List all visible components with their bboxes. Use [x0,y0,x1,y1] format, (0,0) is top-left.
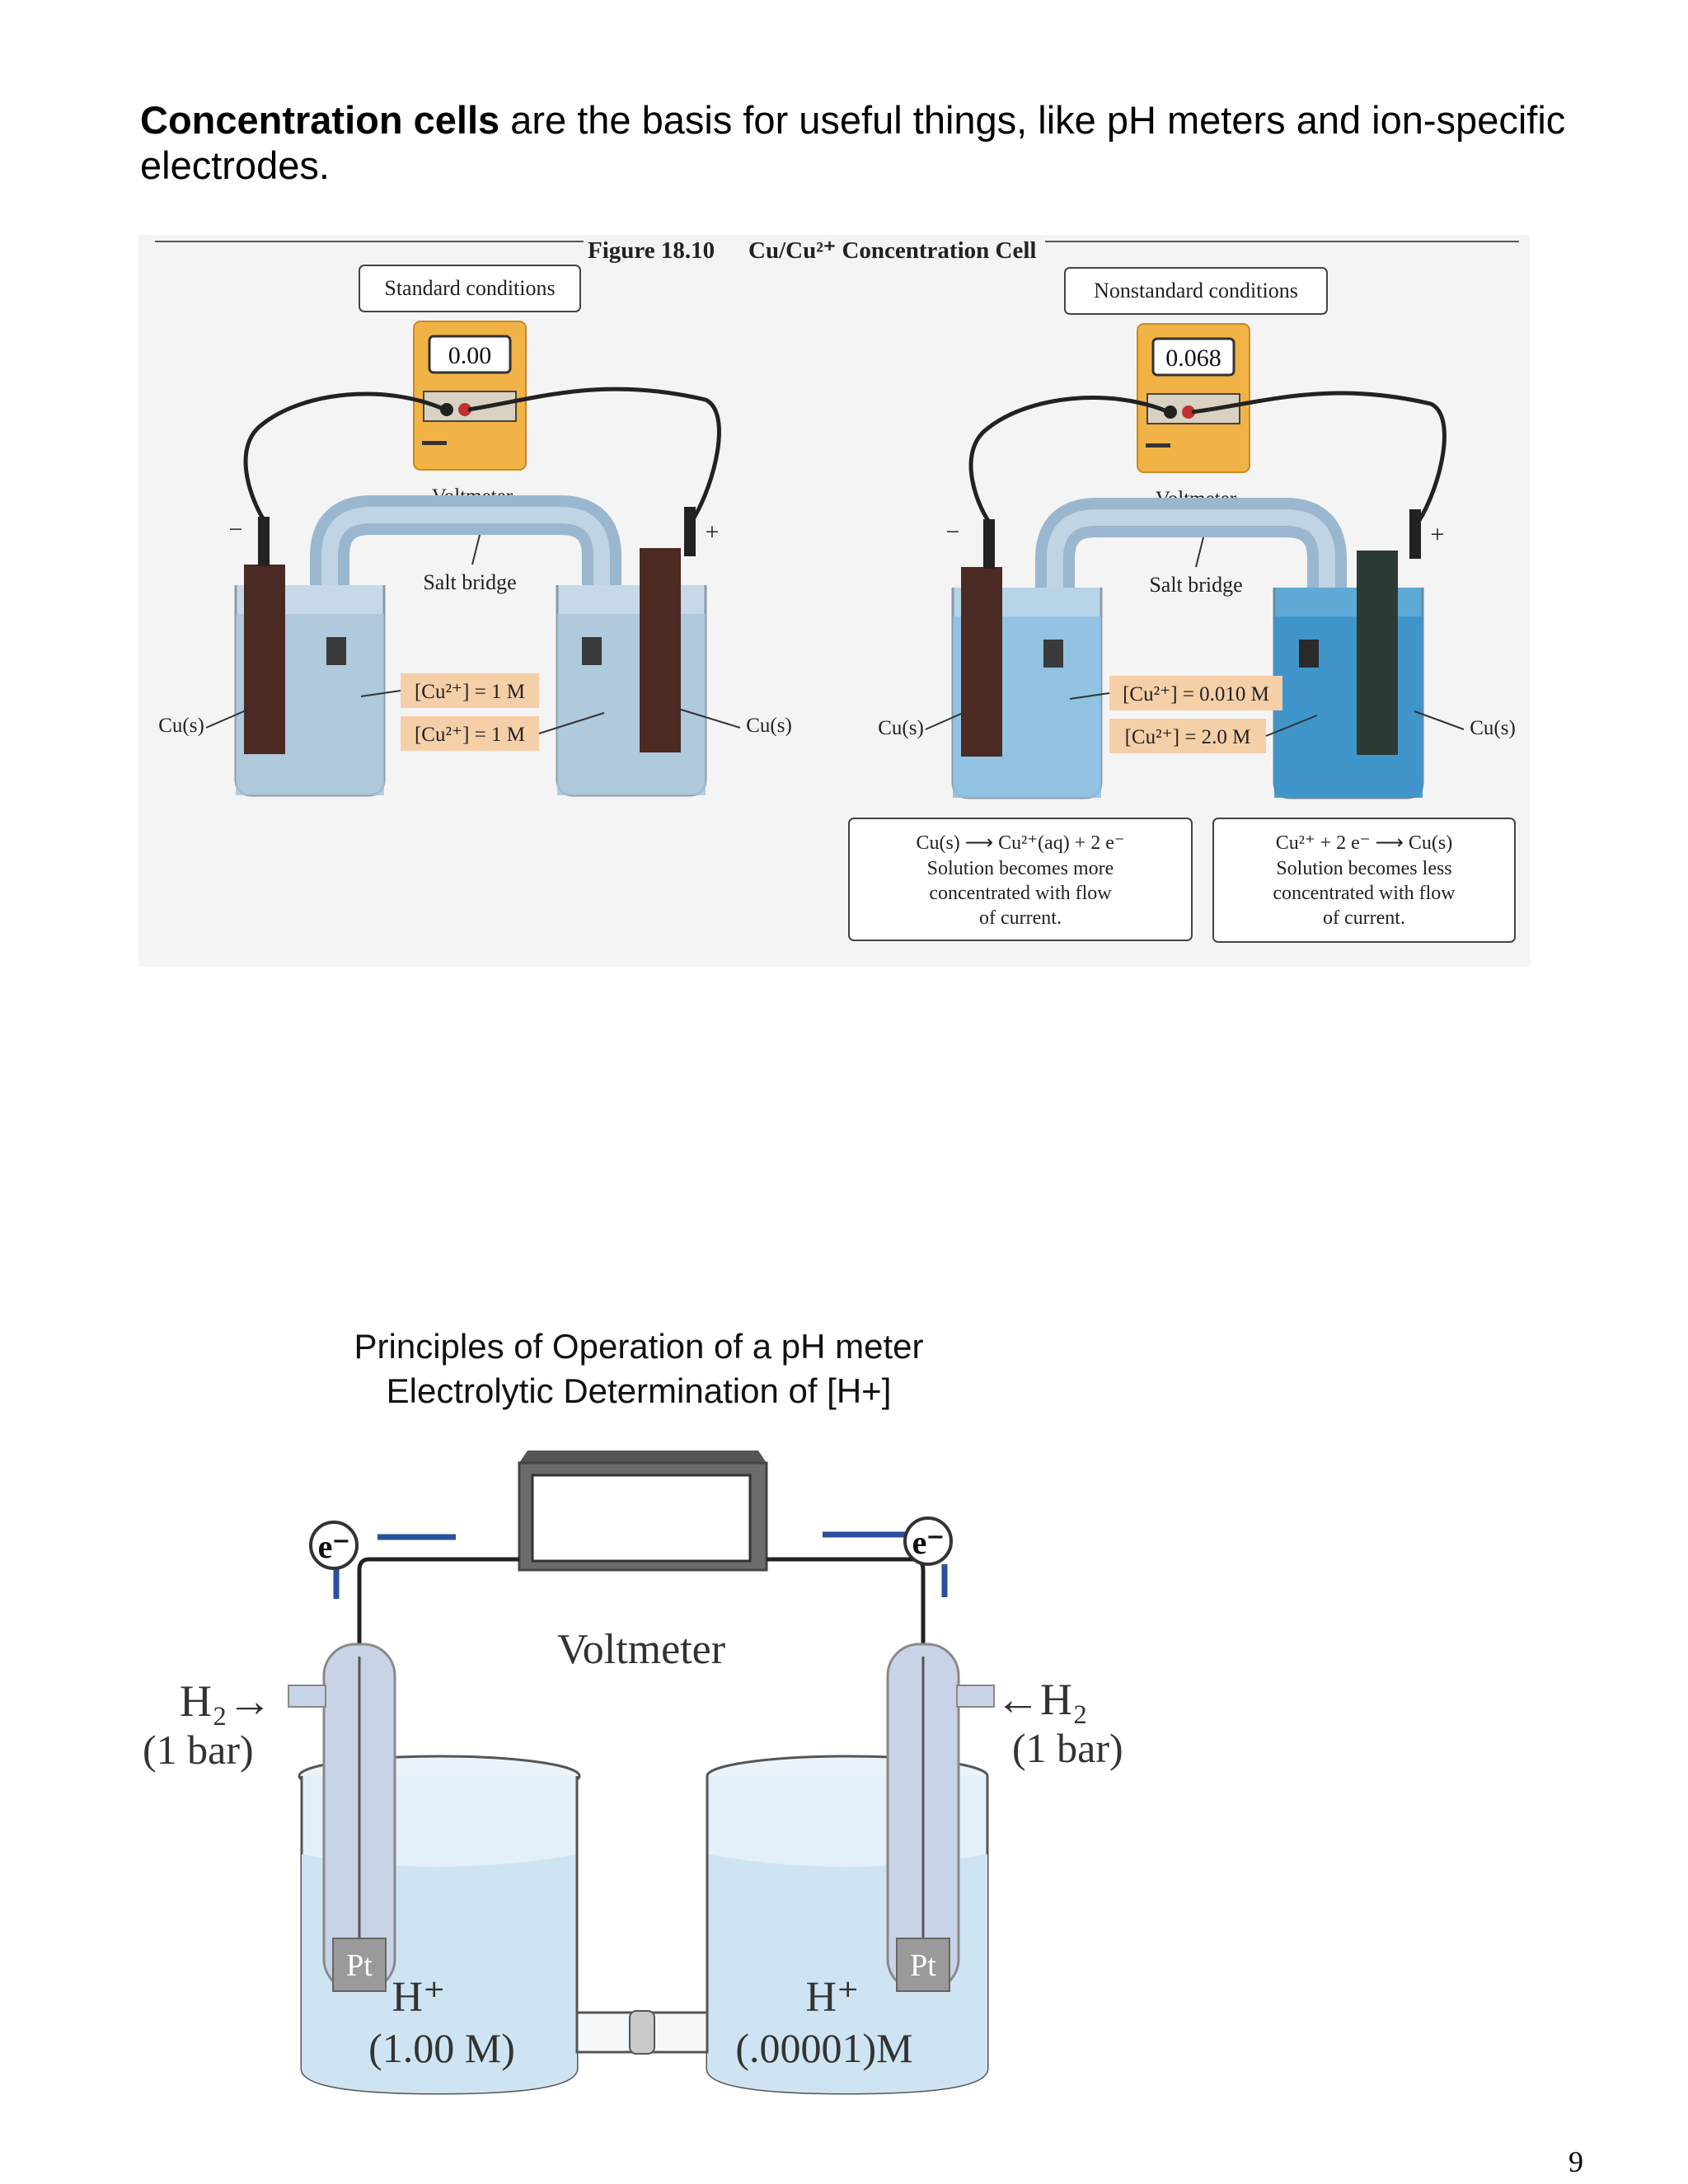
nonstandard-conditions-label: Nonstandard conditions [1094,279,1298,302]
anode-line2: concentrated with flow [929,883,1112,904]
concentration-cell-svg: Figure 18.10 Cu/Cu²⁺ Concentration Cell … [155,233,1519,943]
salt-bridge-label-left: Salt bridge [423,570,516,594]
left-electrode-label-a: Cu(s) [158,715,204,737]
cathode-equation: Cu²⁺ + 2 e⁻ ⟶ Cu(s) [1276,832,1452,854]
beaker-left-anode [234,565,386,797]
standard-conditions-label: Standard conditions [384,276,555,300]
right-anode-concentration: [Cu²⁺] = 0.010 M [1123,683,1269,705]
ph-meter-title: Principles of Operation of a pH meter [354,1327,924,1366]
pressure-left: (1 bar) [143,1727,254,1773]
anode-line3: of current. [979,907,1062,929]
ph-meter-svg: Voltmeter e⁻ e⁻ Pt Pt H₂→ (1 b [143,1451,1123,2095]
right-cathode-concentration: [Cu²⁺] = 2.0 M [1125,726,1251,748]
figure-number: Figure 18.10 [588,237,715,264]
intro-paragraph: Concentration cells are the basis for us… [140,97,1591,188]
left-electrode-label-b: Cu(s) [746,715,792,737]
negative-terminal-left: − [229,516,243,543]
voltmeter-reading-right: 0.068 [1165,344,1221,372]
anode-line1: Solution becomes more [927,858,1114,879]
pressure-right: (1 bar) [1012,1725,1123,1771]
electron-symbol-left: e⁻ [318,1528,350,1565]
anode-explanation-box: Cu(s) ⟶ Cu²⁺(aq) + 2 e⁻ Solution becomes… [848,818,1193,941]
anode-equation: Cu(s) ⟶ Cu²⁺(aq) + 2 e⁻ [916,832,1124,854]
beaker-left-cathode [556,548,707,797]
electron-symbol-right: e⁻ [912,1524,945,1561]
concentration-cell-figure: Figure 18.10 Cu/Cu²⁺ Concentration Cell … [138,233,1530,967]
salt-bridge-label-right: Salt bridge [1149,573,1242,597]
voltmeter [518,1451,768,1572]
concentration-right: (.00001)M [735,2025,912,2071]
page-number: 9 [1568,2145,1583,2178]
h2-inlet-left: H₂→ [180,1676,272,1726]
left-anode-concentration: [Cu²⁺] = 1 M [415,681,525,703]
hydrogen-electrode-left: Pt [288,1643,396,1992]
cathode-line1: Solution becomes less [1276,858,1451,879]
right-electrode-label-b: Cu(s) [1470,717,1516,739]
left-cathode-concentration: [Cu²⁺] = 1 M [415,724,525,746]
right-electrode-label-a: Cu(s) [878,717,924,739]
nonstandard-cell: Nonstandard conditions 0.068 Voltmeter S… [848,267,1516,943]
hydrogen-electrode-right: Pt [886,1643,995,1992]
voltmeter-reading-left: 0.00 [448,342,492,369]
figure-title: Cu/Cu²⁺ Concentration Cell [748,237,1036,264]
platinum-label-right: Pt [910,1948,936,1983]
voltmeter-label: Voltmeter [557,1626,725,1673]
cathode-explanation-box: Cu²⁺ + 2 e⁻ ⟶ Cu(s) Solution becomes les… [1212,818,1516,943]
intro-bold-term: Concentration cells [140,98,500,142]
cathode-line2: concentrated with flow [1273,883,1456,904]
negative-terminal-right: − [946,518,960,546]
voltmeter-right: 0.068 [1137,323,1250,473]
concentration-left: (1.00 M) [368,2025,515,2071]
hydrogen-ion-right: H⁺ [806,1974,860,2021]
positive-terminal-left: + [706,518,720,546]
ph-meter-subtitle: Electrolytic Determination of [H+] [386,1371,892,1410]
h2-inlet-right: ←H₂ [996,1675,1088,1724]
standard-cell: Standard conditions 0.00 Voltmeter Salt … [158,265,792,797]
voltmeter-left: 0.00 [413,321,527,471]
cathode-line3: of current. [1323,907,1405,929]
positive-terminal-right: + [1431,521,1445,548]
beaker-right-anode [951,567,1103,799]
platinum-label-left: Pt [346,1948,373,1983]
beaker-right-cathode [1273,551,1424,799]
ph-meter-figure: Voltmeter e⁻ e⁻ Pt Pt H₂→ (1 b [138,1434,1177,2135]
hydrogen-ion-left: H⁺ [392,1974,446,2021]
intro-text: are the basis for useful things, like pH… [140,98,1566,187]
